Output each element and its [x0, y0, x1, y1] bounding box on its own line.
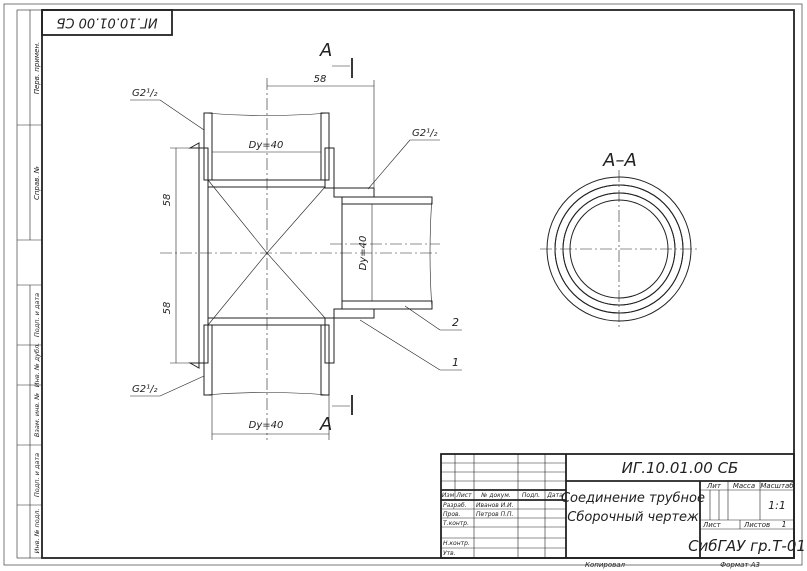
bore-label-bottom: Dу=40: [249, 420, 284, 431]
strip-label-6: Подп. и дата: [33, 453, 41, 497]
left-side-strip: Перв. примен. Справ. № Подп. и дата Инв.…: [16, 9, 43, 559]
strip-label-4: Инв. № дубл.: [33, 343, 41, 387]
section-view-aa: [540, 170, 698, 328]
pipe-top: [203, 112, 330, 181]
title-row-tkontr: Т.контр.: [443, 520, 469, 527]
title-sheets-label: Листов: [743, 521, 770, 529]
bottom-format-label: Формат А3: [720, 561, 760, 569]
title-row-nkontr: Н.контр.: [443, 540, 470, 547]
bore-label-right: Dу=40: [358, 236, 369, 271]
sheet-outer-border: [3, 3, 803, 566]
title-hdr-doc: № докум.: [480, 492, 511, 499]
strip-label-2: Справ. №: [33, 166, 41, 200]
title-razrab-name: Иванов И.И.: [476, 502, 514, 509]
title-col-lit: Лит: [706, 482, 722, 490]
title-hdr-izm: Изм: [442, 492, 455, 499]
title-row-prov: Пров.: [443, 511, 461, 518]
thread-label-right: G2¹/₂: [412, 128, 438, 139]
callouts: 2 1: [359, 305, 462, 371]
pipe-right: [341, 196, 433, 310]
title-scale-value: 1:1: [768, 499, 786, 512]
title-col-scale: Масштаб: [760, 482, 794, 490]
dim-left-lower-58: 58: [162, 302, 173, 315]
title-block: ИГ.10.01.00 СБ Соединение трубное Сбороч…: [440, 453, 806, 559]
thread-label-bottom-left: G2¹/₂: [132, 384, 158, 395]
top-code-rotated: ИГ.10.01.00 СБ: [56, 15, 157, 30]
strip-label-1: Перв. примен.: [33, 42, 41, 95]
title-hdr-sign: Подп.: [522, 492, 540, 499]
title-col-mass: Масса: [733, 482, 755, 490]
title-row-razrab: Разраб.: [443, 502, 467, 509]
tee-body: [188, 142, 375, 369]
bottom-copy-label: Копировал: [585, 561, 626, 569]
title-hdr-list: Лист: [455, 492, 472, 499]
strip-label-5: Взам. инв. №: [33, 393, 41, 437]
title-hdr-date: Дата: [546, 492, 563, 499]
strip-label-3: Подп. и дата: [33, 293, 41, 337]
dimensions: 58 58 58 Dу=40 Dу=40 Dу=40: [162, 74, 375, 440]
title-org: СибГАУ гр.Т-01: [688, 537, 806, 555]
section-letter-bottom: А: [319, 414, 332, 435]
title-name-line1: Соединение трубное: [561, 491, 705, 506]
title-name-line2: Сборочный чертеж: [567, 510, 699, 525]
title-doc-code: ИГ.10.01.00 СБ: [622, 459, 739, 477]
bore-label-top: Dу=40: [249, 140, 284, 151]
strip-label-7: Инв. № подл.: [33, 509, 41, 554]
callout-2: 2: [452, 316, 459, 329]
section-markers: А А А–А: [319, 40, 637, 435]
title-row-utv: Утв.: [443, 550, 456, 557]
pipe-bottom: [203, 324, 330, 396]
section-letter-top: А: [319, 40, 332, 61]
title-sheet-label: Лист: [702, 521, 722, 529]
top-code-box: [41, 9, 173, 36]
section-title: А–А: [602, 150, 637, 171]
thread-label-top-left: G2¹/₂: [132, 88, 158, 99]
dim-top-58: 58: [314, 74, 327, 85]
title-prov-name: Петров П.П.: [476, 511, 514, 518]
callout-1: 1: [452, 356, 459, 369]
dim-left-upper-58: 58: [162, 194, 173, 207]
thread-leaders: G2¹/₂ G2¹/₂ G2¹/₂: [130, 88, 440, 397]
title-sheets-value: 1: [781, 520, 786, 529]
